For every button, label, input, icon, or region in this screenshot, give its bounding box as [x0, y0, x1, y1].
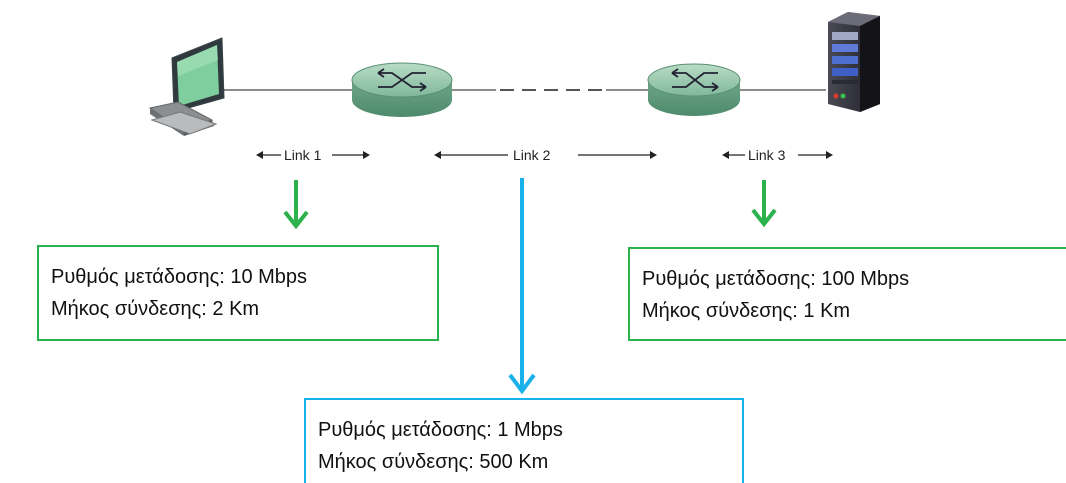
link-1-indicator: Link 1 [256, 147, 370, 163]
router-icon [351, 62, 453, 117]
link-1-label: Link 1 [284, 147, 322, 163]
link-2-indicator: Link 2 [434, 147, 657, 163]
link-2-info-box: Ρυθμός μετάδοσης: 1 Mbps Μήκος σύνδεσης:… [304, 398, 744, 483]
link-3-indicator: Link 3 [722, 147, 833, 163]
server-icon [828, 12, 880, 112]
arrow-down-icon [751, 180, 777, 228]
transmission-rate: Ρυθμός μετάδοσης: 10 Mbps [51, 266, 308, 288]
transmission-rate: Ρυθμός μετάδοσης: 100 Mbps [642, 268, 910, 290]
link-length: Μήκος σύνδεσης: 500 Km [318, 451, 549, 473]
arrow-down-icon [283, 180, 309, 230]
link-length: Μήκος σύνδεσης: 1 Km [642, 300, 851, 322]
transmission-rate: Ρυθμός μετάδοσης: 1 Mbps [318, 419, 563, 441]
link-2-label: Link 2 [513, 147, 551, 163]
link-length: Μήκος σύνδεσης: 2 Km [51, 298, 260, 320]
link-3-label: Link 3 [748, 147, 786, 163]
router-icon [647, 63, 741, 116]
arrow-down-icon [508, 178, 536, 395]
link-1-info-box: Ρυθμός μετάδοσης: 10 Mbps Μήκος σύνδεσης… [37, 245, 439, 341]
link-3-info-box: Ρυθμός μετάδοσης: 100 Mbps Μήκος σύνδεση… [628, 247, 1066, 341]
computer-icon [148, 37, 225, 136]
